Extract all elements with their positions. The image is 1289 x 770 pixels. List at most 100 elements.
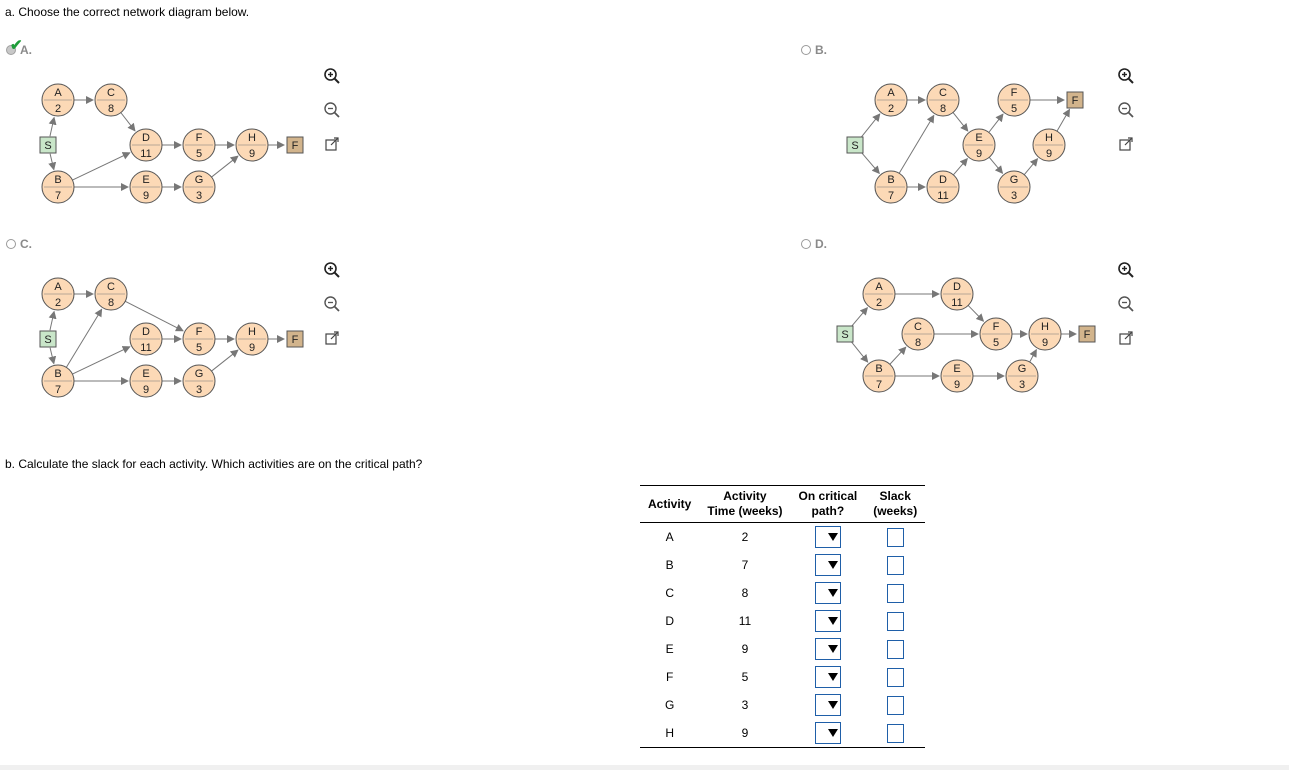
edge-S-A <box>850 306 868 328</box>
option-d-radio[interactable] <box>801 239 811 249</box>
open-new-window-icon[interactable] <box>323 135 341 153</box>
critical-path-dropdown[interactable] <box>814 694 841 716</box>
node-name: S <box>851 140 858 152</box>
critical-path-dropdown[interactable] <box>814 610 841 632</box>
node-c: C8 <box>94 83 128 117</box>
node-finish: F <box>1066 91 1084 109</box>
node-name: F <box>292 140 299 152</box>
activity-time-cell: 9 <box>699 719 791 748</box>
node-name: E <box>142 174 149 186</box>
critical-path-dropdown[interactable] <box>814 666 841 688</box>
node-name: A <box>887 87 895 99</box>
edge-D-F <box>967 305 985 322</box>
open-new-window-icon[interactable] <box>323 329 341 347</box>
node-b: B7 <box>41 170 75 204</box>
node-time: 11 <box>951 297 962 309</box>
node-a: A2 <box>862 277 896 311</box>
critical-path-dropdown[interactable] <box>814 722 841 744</box>
node-name: H <box>248 132 256 144</box>
option-d[interactable]: D. <box>801 237 827 251</box>
option-a[interactable]: A. <box>6 43 32 57</box>
node-d: D11 <box>940 277 974 311</box>
node-start: S <box>39 136 57 154</box>
zoom-out-icon[interactable] <box>1117 295 1135 313</box>
edge-E-F <box>988 113 1004 133</box>
edge-G-H <box>211 155 239 178</box>
node-d: D11 <box>926 170 960 204</box>
edge-C-E <box>952 112 969 132</box>
activity-name-cell: H <box>640 719 700 748</box>
node-e: E9 <box>129 170 163 204</box>
zoom-in-icon[interactable] <box>1117 261 1135 279</box>
node-time: 7 <box>55 190 61 202</box>
slack-input[interactable] <box>886 695 904 715</box>
node-time: 5 <box>993 337 999 349</box>
zoom-out-icon[interactable] <box>323 101 341 119</box>
option-a-radio[interactable] <box>6 45 16 55</box>
edge-S-B <box>850 340 869 363</box>
zoom-in-icon[interactable] <box>323 67 341 85</box>
node-time: 5 <box>196 342 202 354</box>
slack-input[interactable] <box>886 667 904 687</box>
node-box <box>1066 91 1084 109</box>
slack-input[interactable] <box>886 527 904 547</box>
activity-time-cell: 7 <box>741 558 749 572</box>
critical-path-dropdown[interactable] <box>814 554 841 576</box>
slack-cell <box>865 719 926 748</box>
option-b[interactable]: B. <box>801 43 827 57</box>
node-finish: F <box>286 136 304 154</box>
open-new-window-icon[interactable] <box>1117 135 1135 153</box>
critical-path-cell <box>790 719 866 748</box>
node-box <box>39 136 57 154</box>
slack-cell <box>865 523 925 552</box>
node-time: 3 <box>1011 190 1017 202</box>
node-time: 2 <box>55 297 61 309</box>
node-time: 2 <box>876 297 882 309</box>
option-c[interactable]: C. <box>6 237 32 251</box>
edge-S-A <box>860 113 881 139</box>
edge-B-C <box>65 308 103 368</box>
open-new-window-icon[interactable] <box>1117 329 1135 347</box>
critical-path-cell <box>791 551 866 579</box>
node-name: B <box>54 368 61 380</box>
slack-input[interactable] <box>886 639 904 659</box>
node-time: 3 <box>196 384 202 396</box>
slack-input[interactable] <box>886 583 904 603</box>
question-b-text: b. Calculate the slack for each activity… <box>5 457 423 471</box>
option-b-radio[interactable] <box>801 45 811 55</box>
node-name: E <box>953 363 960 375</box>
slack-input[interactable] <box>886 555 904 575</box>
node-name: F <box>1072 95 1079 107</box>
node-e: E9 <box>962 128 996 162</box>
node-box <box>1078 325 1096 343</box>
option-d-label: D. <box>815 237 827 251</box>
zoom-out-icon[interactable] <box>323 295 341 313</box>
slack-cell <box>865 607 925 635</box>
activity-name-cell: B <box>665 558 674 572</box>
slack-input[interactable] <box>886 723 904 743</box>
node-box <box>846 136 864 154</box>
node-name: E <box>975 132 982 144</box>
node-name: A <box>875 281 883 293</box>
critical-path-dropdown[interactable] <box>814 582 841 604</box>
zoom-in-icon[interactable] <box>323 261 341 279</box>
node-e: E9 <box>129 364 163 398</box>
critical-path-dropdown[interactable] <box>814 526 841 548</box>
activity-name-cell: C <box>665 586 675 600</box>
node-box <box>286 330 304 348</box>
critical-path-dropdown[interactable] <box>814 638 841 660</box>
activity-name-cell: D <box>665 614 675 628</box>
zoom-in-icon[interactable] <box>1117 67 1135 85</box>
slack-input[interactable] <box>886 611 904 631</box>
zoom-out-icon[interactable] <box>1117 101 1135 119</box>
node-box <box>39 330 57 348</box>
slack-cell <box>865 551 925 579</box>
node-start: S <box>836 325 854 343</box>
option-c-radio[interactable] <box>6 239 16 249</box>
